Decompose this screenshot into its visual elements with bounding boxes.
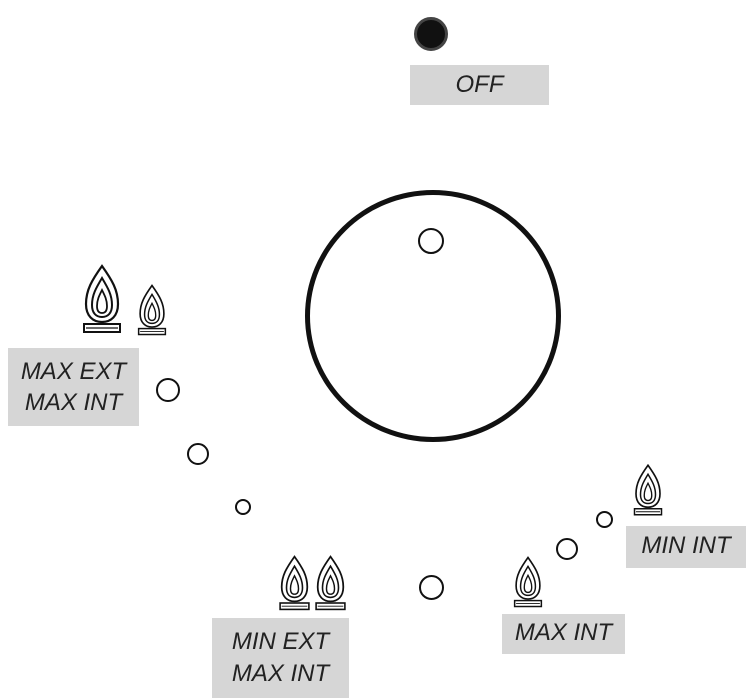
flame-icon <box>513 556 543 608</box>
position-dot-min-int <box>596 511 613 528</box>
max-int-label-text: MAX INT <box>514 619 613 646</box>
flame-icon <box>633 464 663 516</box>
flame-icon <box>82 264 122 334</box>
label-line-min-ext: MIN EXT <box>231 628 330 655</box>
position-dot-min-ext-max-int <box>419 575 444 600</box>
position-dot-3 <box>235 499 251 515</box>
min-int-label-text: MIN INT <box>641 532 731 559</box>
position-dot-2 <box>187 443 209 465</box>
off-label: OFF <box>410 65 549 105</box>
position-dot-max-ext-max-int <box>156 378 180 402</box>
max-int-label: MAX INT <box>502 614 625 654</box>
flame-icon <box>315 555 346 611</box>
min-int-label: MIN INT <box>626 526 746 568</box>
position-dot-max-int <box>556 538 578 560</box>
off-position-dot <box>414 17 448 51</box>
label-line-max-int: MAX INT <box>231 660 330 687</box>
flame-icon <box>137 284 167 336</box>
flame-icon <box>279 555 310 611</box>
off-label-text: OFF <box>455 71 504 98</box>
max-ext-max-int-label: MAX EXT MAX INT <box>8 348 139 426</box>
knob-indicator-dot <box>418 228 444 254</box>
label-line-max-int: MAX INT <box>24 389 123 416</box>
min-ext-max-int-label: MIN EXT MAX INT <box>212 618 349 698</box>
control-knob[interactable] <box>305 190 561 442</box>
label-line-max-ext: MAX EXT <box>20 358 127 385</box>
